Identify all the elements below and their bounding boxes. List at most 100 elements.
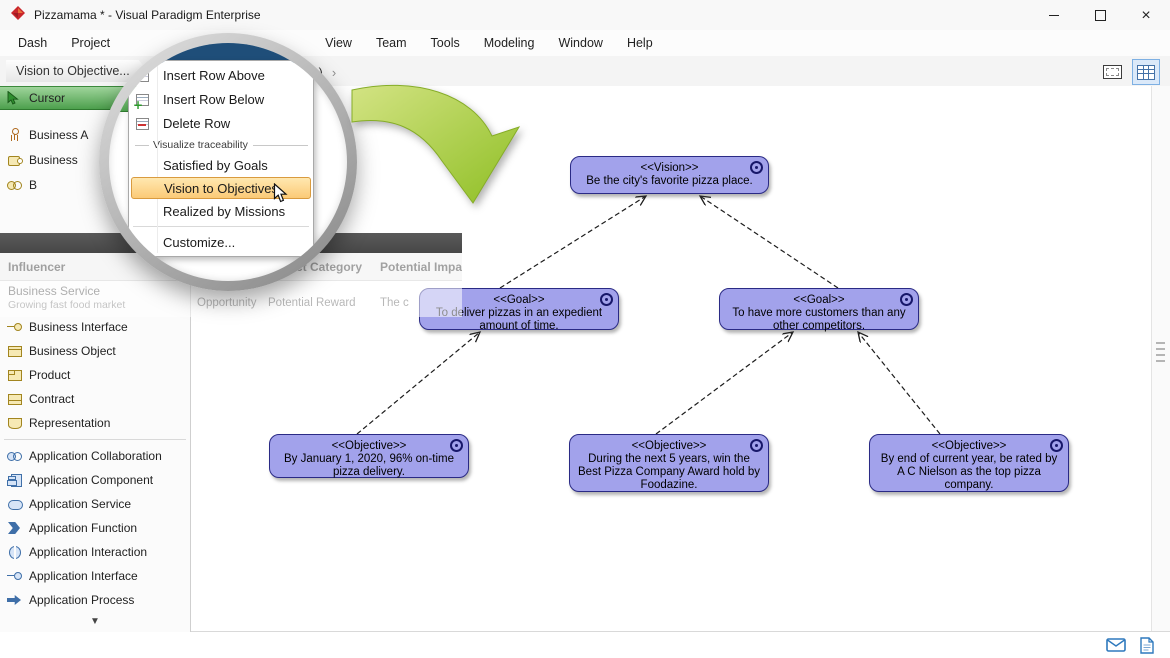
application-interface-icon (7, 569, 23, 583)
cursor-icon (7, 90, 23, 105)
statusbar (0, 631, 1170, 658)
palette-item-label: Cursor (29, 91, 66, 105)
palette-item-business[interactable]: Business (0, 147, 190, 172)
menu-item-team[interactable]: Team (375, 36, 407, 50)
palette-item-application-interface[interactable]: Application Interface (0, 564, 190, 588)
fit-selection-icon[interactable] (1098, 59, 1126, 85)
node-text-line: company. (944, 479, 994, 491)
palette-item-application-interaction[interactable]: Application Interaction (0, 540, 190, 564)
objective-2-node[interactable]: <<Objective>>During the next 5 years, wi… (569, 434, 769, 492)
node-text-line: A C Nielson as the top pizza (897, 466, 1041, 478)
palette-item-label: Application Service (29, 497, 132, 511)
breadcrumb[interactable]: Vision to Objective... (6, 60, 148, 82)
motivation-icon (450, 439, 463, 452)
palette-item-label: Application Interaction (29, 545, 148, 559)
menu-item-project[interactable]: Project (71, 36, 111, 50)
message-icon[interactable] (1106, 638, 1126, 652)
table-view-icon[interactable] (1132, 59, 1160, 85)
palette-item-application-function[interactable]: Application Function (0, 516, 190, 540)
menu-item-modeling[interactable]: Modeling (483, 36, 535, 50)
menu-item-realized-by-missions[interactable]: Realized by Missions (129, 199, 313, 223)
document-icon[interactable] (1140, 636, 1154, 654)
fit-selection-glyph (1102, 65, 1122, 79)
menu-item-delete-row[interactable]: Delete Row (129, 111, 313, 135)
node-text-line: By January 1, 2020, 96% on-time (283, 453, 455, 465)
node-stereotype: <<Goal>> (793, 294, 845, 306)
close-icon[interactable] (1123, 1, 1169, 30)
objective-1-node[interactable]: <<Objective>>By January 1, 2020, 96% on-… (269, 434, 469, 478)
palette-item-application-component[interactable]: Application Component (0, 468, 190, 492)
node-text-line: Be the city's favorite pizza place. (586, 175, 753, 187)
node-text-line: By end of current year, be rated by (880, 453, 1058, 465)
business-role-icon (7, 153, 23, 167)
contract-icon (7, 392, 23, 406)
menu-item-label: Delete Row (163, 115, 231, 131)
palette-more-button[interactable]: ▼ (90, 615, 100, 627)
palette-item-label: B (29, 177, 38, 192)
application-function-icon (7, 521, 23, 535)
palette-divider (4, 439, 186, 440)
table-view-glyph (1137, 64, 1155, 80)
menu-item-tools[interactable]: Tools (430, 36, 460, 50)
palette-item-label: Application Process (29, 593, 135, 607)
menu-item-label: Insert Row Below (163, 91, 265, 107)
node-stereotype: <<Objective>> (931, 440, 1007, 452)
palette-item-label: Representation (29, 416, 111, 430)
menu-item-insert-row-below[interactable]: Insert Row Below (129, 87, 313, 111)
business-collaboration-icon (7, 178, 23, 192)
menu-item-label: Vision to Objectives (164, 180, 278, 196)
palette-item-business-interface[interactable]: Business Interface (0, 315, 190, 339)
motivation-icon (750, 439, 763, 452)
menu-item-satisfied-by-goals[interactable]: Satisfied by Goals (129, 153, 313, 177)
motivation-icon (750, 161, 763, 174)
palette-item-b[interactable]: B (0, 172, 190, 197)
application-process-icon (7, 593, 23, 607)
motivation-icon (600, 293, 613, 306)
palette-item-application-process[interactable]: Application Process (0, 588, 190, 612)
palette-item-product[interactable]: Product (0, 363, 190, 387)
panel-resize-grip[interactable] (1156, 342, 1165, 362)
palette-item-representation[interactable]: Representation (0, 411, 190, 435)
insert-row-below-icon (135, 92, 150, 106)
menu-item-help[interactable]: Help (626, 36, 653, 50)
table-header-potential-impact: Potential Impact (380, 260, 462, 274)
minimize-icon[interactable] (1031, 1, 1077, 30)
menu-item-customize[interactable]: Customize... (129, 230, 313, 254)
vision-node[interactable]: <<Vision>>Be the city's favorite pizza p… (570, 156, 769, 194)
app-logo-icon (10, 5, 26, 26)
palette-item-label: Business (29, 152, 78, 167)
menu-item-label: Insert Row Above (163, 67, 265, 83)
palette-item-business-a[interactable]: Business A (0, 122, 190, 147)
menu-group-text: Visualize traceability (153, 139, 248, 151)
toolbar-icons (1098, 59, 1160, 85)
application-interaction-icon (7, 545, 23, 559)
menu-item-dash[interactable]: Dash (18, 36, 48, 50)
menu-item-window[interactable]: Window (558, 36, 603, 50)
breadcrumb-label: Vision to Objective... (16, 64, 130, 78)
mouse-cursor-icon (273, 182, 288, 209)
palette-item-business-object[interactable]: Business Object (0, 339, 190, 363)
palette-item-application-collaboration[interactable]: Application Collaboration (0, 444, 190, 468)
influencer-name: Business Service (8, 284, 101, 298)
palette-item-contract[interactable]: Contract (0, 387, 190, 411)
maximize-icon[interactable] (1077, 1, 1123, 30)
node-text-line: pizza delivery. (332, 466, 405, 478)
right-panel-strip (1151, 86, 1170, 632)
node-stereotype: <<Objective>> (331, 440, 407, 452)
titlebar: Pizzamama * - Visual Paradigm Enterprise (0, 0, 1170, 30)
menu-item-label: Satisfied by Goals (163, 157, 268, 173)
business-actor-icon (7, 127, 23, 142)
business-interface-icon (7, 320, 23, 334)
node-text-line: During the next 5 years, win the (588, 453, 750, 465)
objective-3-node[interactable]: <<Objective>>By end of current year, be … (869, 434, 1069, 492)
menu-item-insert-row-above[interactable]: Insert Row Above (129, 63, 313, 87)
menu-item-vision-to-objectives[interactable]: Vision to Objectives (131, 177, 311, 199)
product-icon (7, 368, 23, 382)
palette-item-application-service[interactable]: Application Service (0, 492, 190, 516)
menu-item-label: Customize... (163, 234, 236, 250)
palette-item-label: Application Collaboration (29, 449, 162, 463)
